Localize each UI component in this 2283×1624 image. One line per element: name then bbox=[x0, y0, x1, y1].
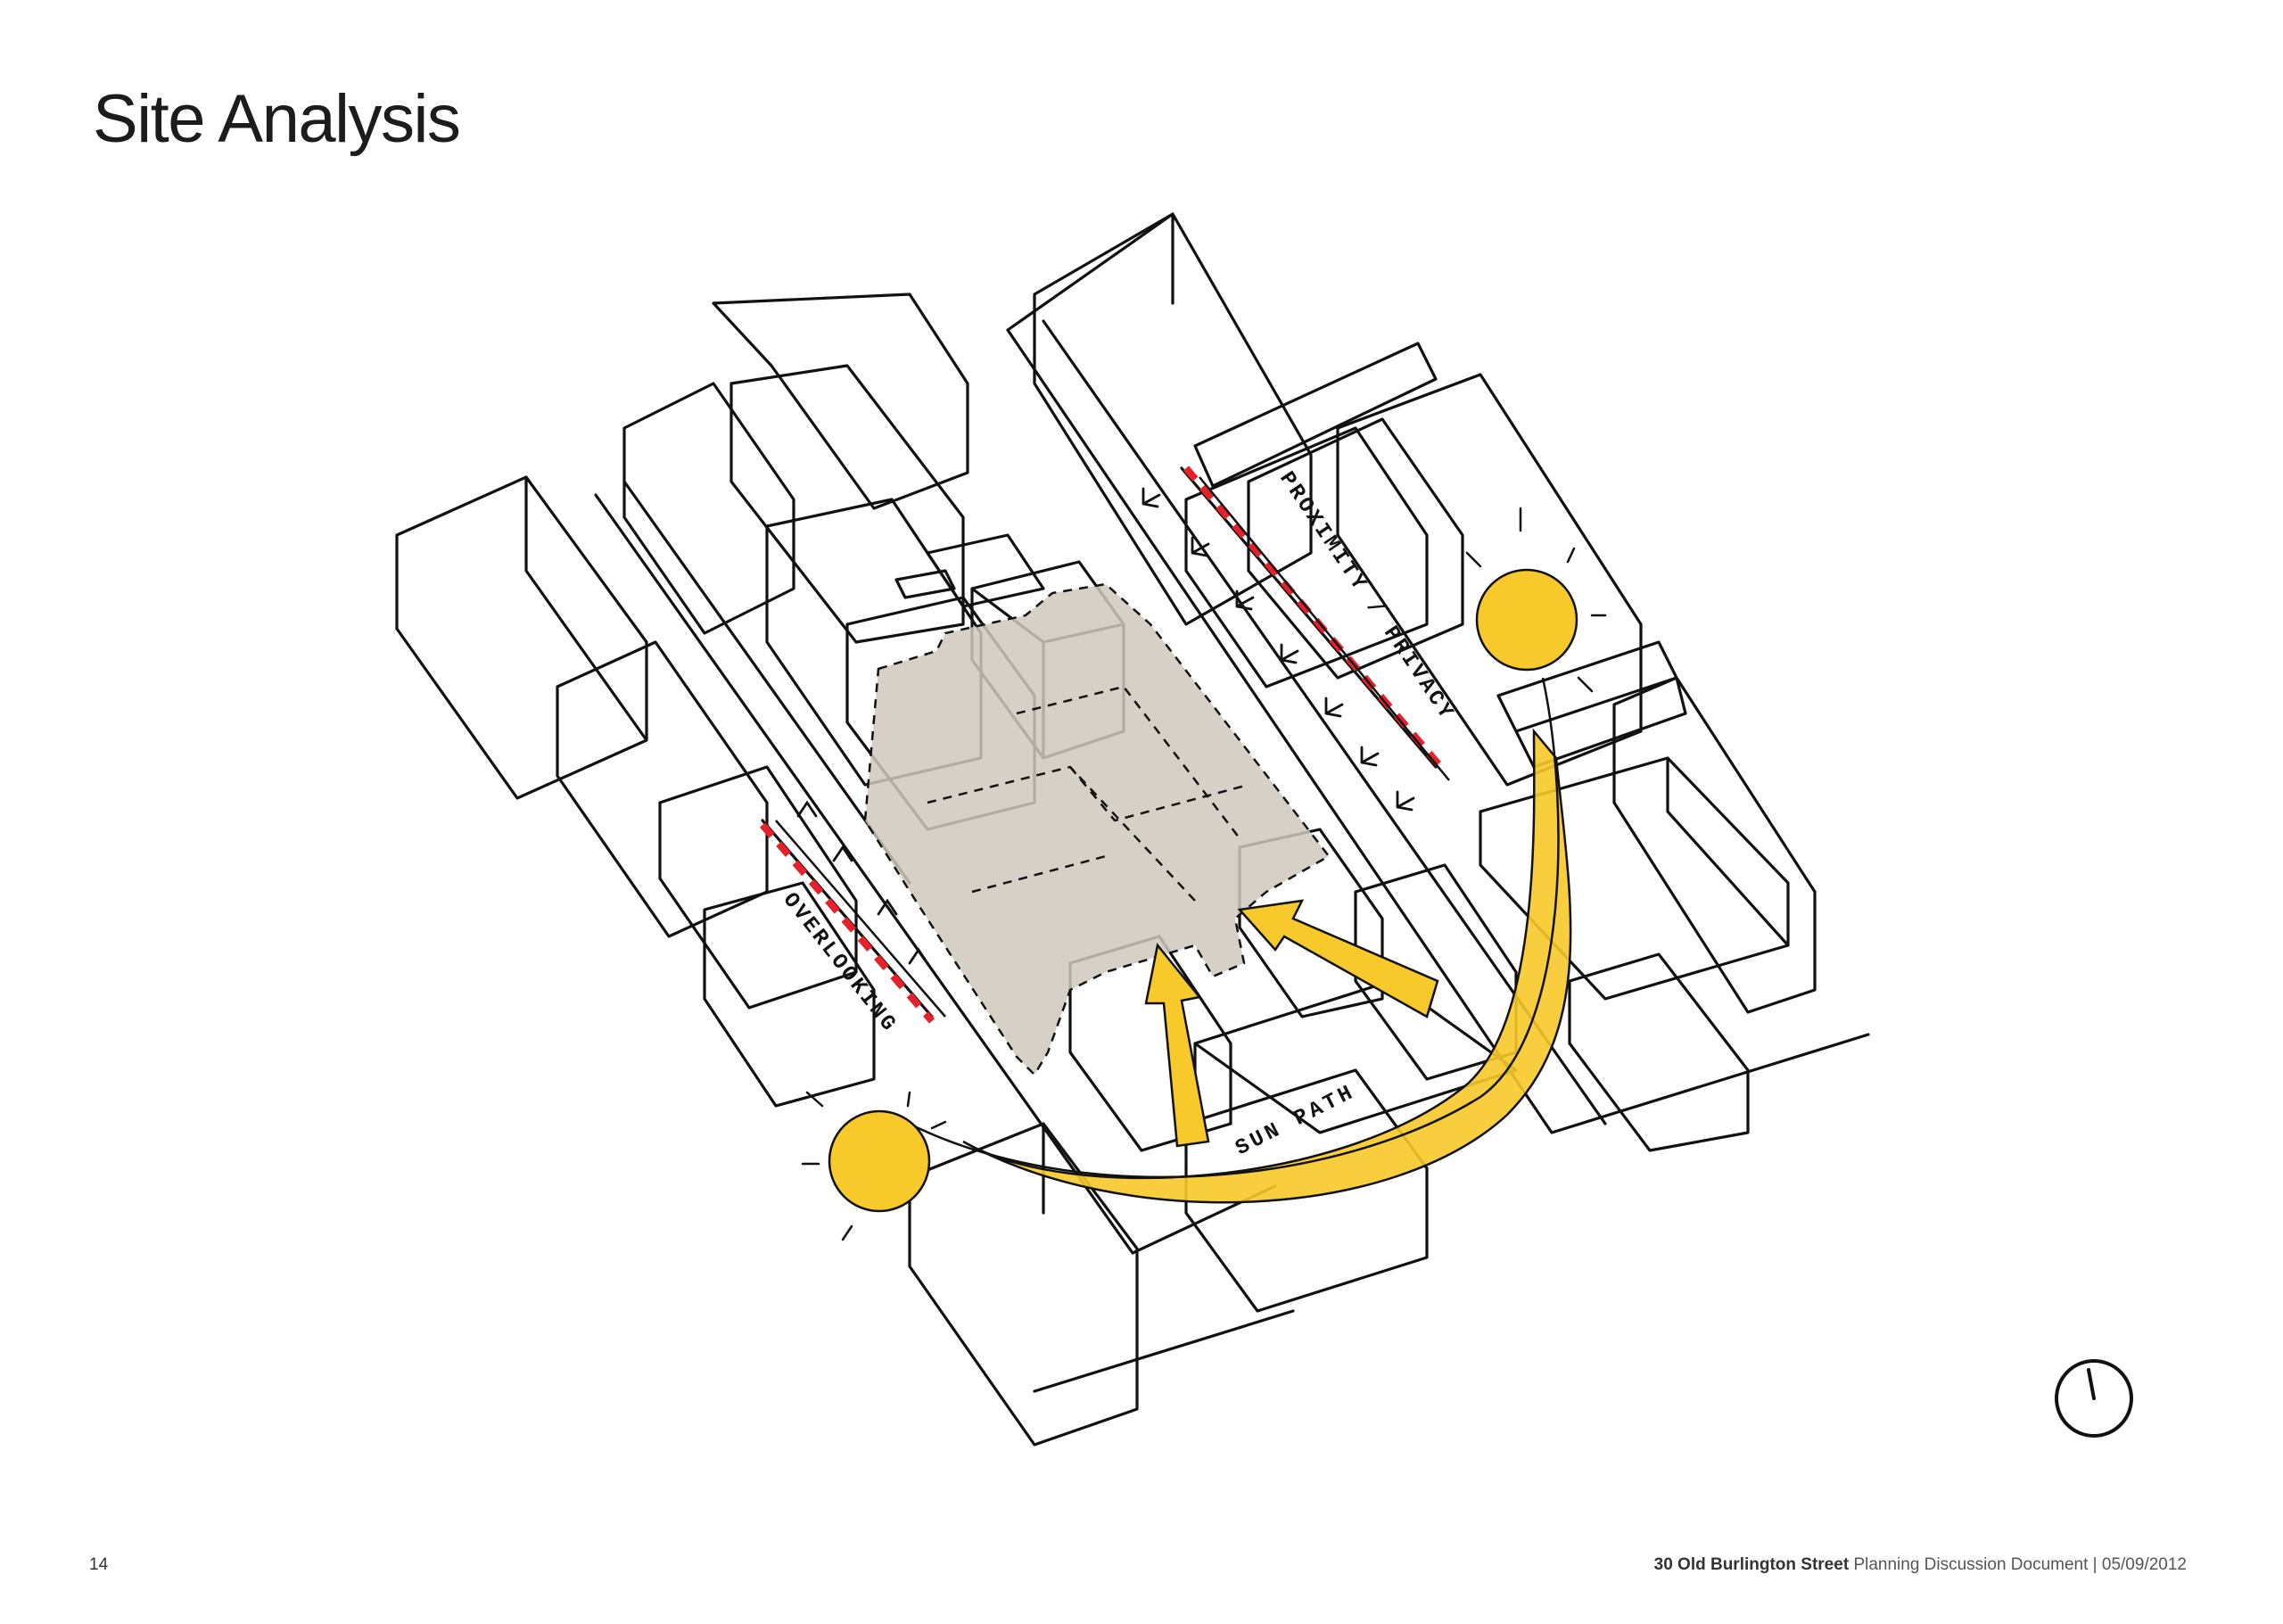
building-far-east-5 bbox=[1568, 952, 1750, 1152]
building-west-4 bbox=[703, 881, 876, 1108]
light-arrow-1 bbox=[1144, 943, 1210, 1148]
building-east-1 bbox=[1033, 212, 1313, 626]
boundary-hatch-east bbox=[1199, 476, 1450, 781]
sun-rays-afternoon bbox=[1465, 507, 1607, 693]
footer-info: 30 Old Burlington Street Planning Discus… bbox=[1654, 1555, 2187, 1575]
sun-morning-icon bbox=[828, 1109, 931, 1213]
arrow-west-3 bbox=[877, 898, 898, 916]
building-south-1 bbox=[1184, 1068, 1429, 1313]
building-south-4 bbox=[1238, 828, 1384, 1018]
building-west-3 bbox=[658, 765, 858, 1010]
arrow-east-3 bbox=[1235, 589, 1255, 611]
arrow-east-5 bbox=[1324, 697, 1344, 718]
building-far-east-4 bbox=[1612, 676, 1817, 1014]
arrow-west-2 bbox=[832, 845, 853, 862]
sun-path-trace bbox=[891, 677, 1560, 1179]
road-edge-north bbox=[1006, 212, 1174, 332]
north-arrow-icon bbox=[2055, 1359, 2133, 1438]
sun-path-arc bbox=[962, 728, 1572, 1204]
arrow-west-1 bbox=[796, 800, 818, 818]
road-edge-west bbox=[594, 493, 1277, 1255]
building-far-east-2 bbox=[1479, 756, 1790, 1001]
road-edge-east bbox=[1006, 328, 1870, 1134]
building-nw-1 bbox=[622, 382, 795, 635]
arrow-east-6 bbox=[1360, 746, 1380, 767]
building-east-3 bbox=[1193, 342, 1438, 488]
site-grid-4 bbox=[1016, 685, 1240, 839]
page-title: Site Analysis bbox=[93, 81, 461, 157]
building-east-4 bbox=[1247, 417, 1464, 680]
building-nw-2 bbox=[712, 293, 969, 510]
building-sw-1 bbox=[908, 1122, 1139, 1447]
sun-afternoon-icon bbox=[1475, 568, 1578, 672]
page-number: 14 bbox=[89, 1555, 109, 1574]
site-footprint bbox=[863, 582, 1331, 1077]
overlooking-boundary-west bbox=[759, 822, 935, 1024]
arrow-west-4 bbox=[908, 947, 929, 965]
footer-document: Planning Discussion Document | 05/09/201… bbox=[1853, 1555, 2187, 1574]
road-edge-east-inner bbox=[1042, 319, 1607, 1125]
building-far-east-1 bbox=[1336, 373, 1643, 787]
building-west-2 bbox=[556, 640, 769, 938]
building-west-1 bbox=[395, 475, 648, 800]
arrow-east-7 bbox=[1396, 790, 1415, 812]
arrow-east-4 bbox=[1280, 643, 1299, 664]
arrow-east-2 bbox=[1191, 536, 1210, 557]
sun-rays-morning bbox=[801, 1091, 947, 1241]
site-grid-3 bbox=[1069, 766, 1249, 822]
building-east-2 bbox=[1184, 426, 1429, 688]
building-nw-3 bbox=[729, 364, 965, 644]
footer-project: 30 Old Burlington Street bbox=[1653, 1555, 1850, 1574]
site-grid-2 bbox=[971, 854, 1107, 894]
road-edge-west-inner bbox=[622, 480, 911, 885]
building-roof-2 bbox=[894, 569, 956, 599]
road-edge-far bbox=[1033, 1309, 1295, 1393]
boundary-hatch-west bbox=[775, 820, 946, 1018]
arrow-east-1 bbox=[1142, 487, 1161, 508]
light-arrow-2 bbox=[1237, 899, 1439, 1018]
